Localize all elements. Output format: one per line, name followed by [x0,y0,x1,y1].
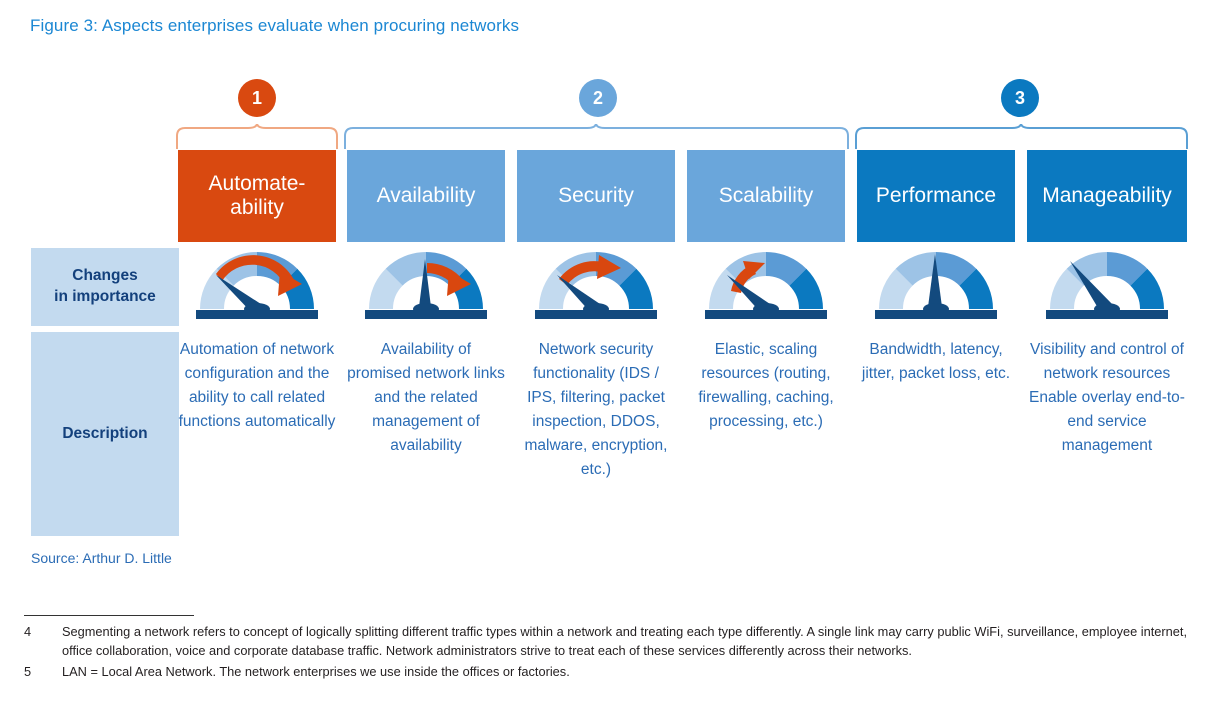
footnote-item: 4 Segmenting a network refers to concept… [24,622,1189,661]
footnote-text: Segmenting a network refers to concept o… [62,624,1188,659]
gauge-cell-availability [347,242,505,330]
row-label-changes: Changes in importance [31,248,179,326]
group-badge-2: 2 [579,79,617,117]
column-description-security: Network security functionality (IDS / IP… [524,341,668,479]
footnote-number: 4 [24,624,32,639]
gauge-cell-manageability [1027,242,1187,330]
row-label-changes-line1: Changes [72,267,138,285]
column-description-availability: Availability of promised network links a… [347,341,505,455]
page-title: Figure 3: Aspects enterprises evaluate w… [30,16,520,35]
row-label-changes-line2: in importance [54,288,156,305]
column-header-line2: ability [230,196,284,219]
column-description-automate-ability: Automation of network configuration and … [178,341,336,431]
footnotes: 4 Segmenting a network refers to concept… [24,622,1189,682]
column-manageability[interactable]: Manageability Visibility and control of … [1027,150,1187,458]
footnote-item: 5 LAN = Local Area Network. The network … [24,662,1189,681]
gauge-cell-performance [857,242,1015,330]
gauge-cell-automate-ability [178,242,336,330]
column-description-manageability: Visibility and control of network resour… [1029,341,1185,455]
gauge-needle-left-arrow-small-icon [705,252,827,319]
column-availability[interactable]: Availability Availability of promised ne… [347,150,505,458]
column-header-performance: Performance [857,150,1015,242]
column-header-automate-ability: Automate- ability [178,150,336,242]
gauge-needle-left-no-arrow-icon [1046,252,1168,319]
gauge-needle-up-no-arrow-icon [875,252,997,319]
group-badge-1: 1 [238,79,276,117]
source-note: Source: Arthur D. Little [31,550,172,566]
group-bracket-3 [855,124,1188,150]
gauge-needle-left-arrow-medium-icon [535,252,657,319]
column-scalability[interactable]: Scalability Elastic, scaling resources (… [687,150,845,434]
group-badge-3: 3 [1001,79,1039,117]
row-label-description: Description [31,332,179,536]
footnote-text: LAN = Local Area Network. The network en… [62,663,570,679]
group-bracket-2 [344,124,849,150]
column-header-manageability: Manageability [1027,150,1187,242]
footnote-number: 5 [24,663,32,679]
column-header-security: Security [517,150,675,242]
gauge-needle-up-arrow-short-icon [365,252,487,319]
column-header-scalability: Scalability [687,150,845,242]
group-bracket-1 [176,124,338,150]
footnote-divider [24,615,194,616]
column-header-availability: Availability [347,150,505,242]
gauge-needle-left-arrow-long-icon [196,252,318,319]
gauge-cell-security [517,242,675,330]
column-automate-ability[interactable]: Automate- ability Automation of network … [178,150,336,434]
column-description-scalability: Elastic, scaling resources (routing, fir… [698,341,834,431]
column-security[interactable]: Security Network security functionality … [517,150,675,482]
column-description-performance: Bandwidth, latency, jitter, packet loss,… [861,341,1011,383]
column-performance[interactable]: Performance Bandwidth, latency, jitter, … [857,150,1015,386]
column-header-line1: Automate- [208,172,306,196]
gauge-cell-scalability [687,242,845,330]
